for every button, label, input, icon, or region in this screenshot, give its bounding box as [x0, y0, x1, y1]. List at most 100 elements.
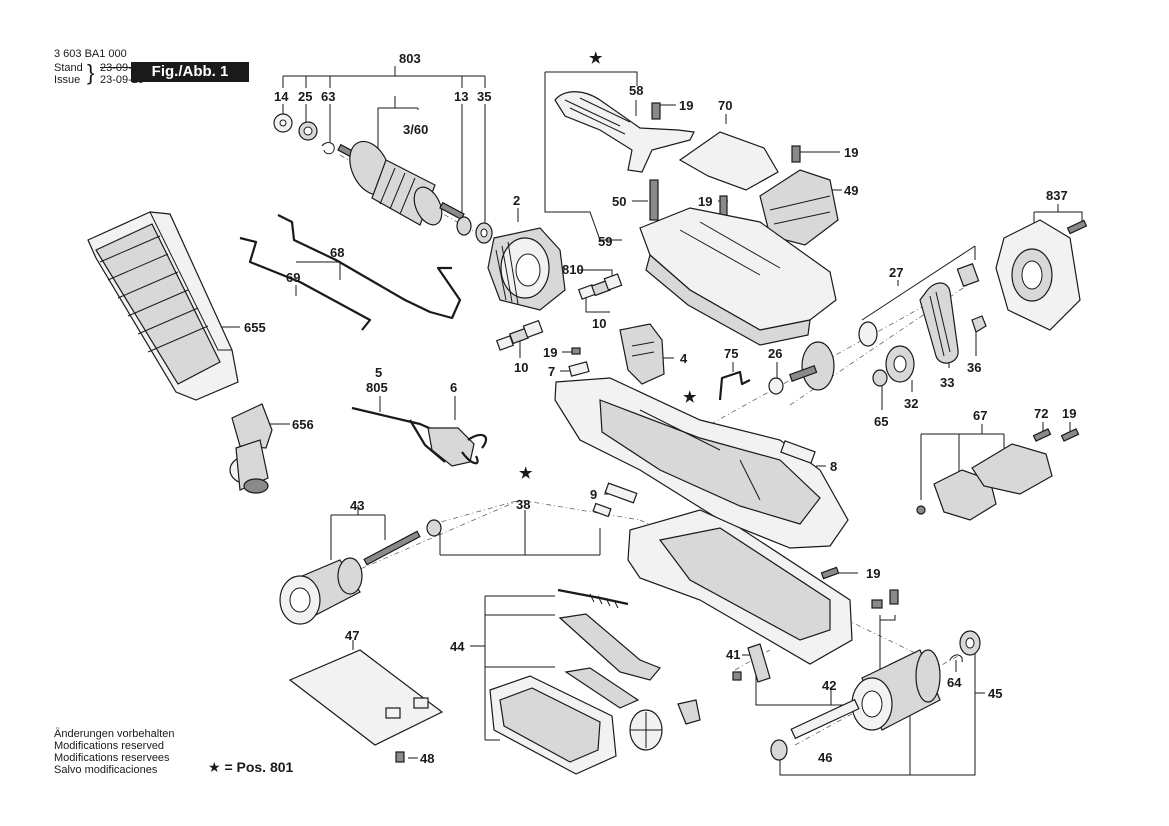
label-14: 14	[274, 89, 289, 104]
label-10a: 10	[592, 316, 606, 331]
label-49: 49	[844, 183, 858, 198]
power-cable	[351, 406, 439, 434]
label-38: 38	[516, 497, 530, 512]
armature	[337, 140, 465, 226]
screw-48	[395, 751, 405, 763]
label-46: 46	[818, 750, 832, 765]
label-803: 803	[399, 51, 421, 66]
screw-19c	[791, 145, 801, 163]
star-markers: ★ ★ ★	[519, 50, 697, 482]
axle-46	[790, 698, 860, 740]
label-27: 27	[889, 265, 903, 280]
note-en: Modifications reserved	[54, 740, 165, 752]
label-5: 5	[375, 365, 382, 380]
label-33: 33	[940, 375, 954, 390]
clamp-7	[568, 361, 590, 377]
bearing-26	[768, 377, 784, 395]
dust-bag-47	[288, 649, 444, 746]
note-de: Änderungen vorbehalten	[54, 728, 175, 740]
screw-72	[1032, 428, 1052, 442]
note-es: Salvo modificaciones	[54, 764, 158, 776]
washer-65	[872, 369, 888, 387]
label-25: 25	[298, 89, 312, 104]
label-36: 36	[967, 360, 981, 375]
label-655: 655	[244, 320, 266, 335]
label-13: 13	[454, 89, 468, 104]
label-41: 41	[726, 647, 740, 662]
label-26: 26	[768, 346, 782, 361]
part-labels: 803 14 25 63 13 35 3/60 2 68 69 810 10 1…	[244, 51, 1076, 766]
base-plate	[627, 509, 853, 665]
label-58: 58	[629, 83, 643, 98]
doc-number: 3 603 BA1 000	[54, 48, 127, 60]
label-19b: 19	[679, 98, 693, 113]
label-67: 67	[973, 408, 987, 423]
label-19f: 19	[866, 566, 880, 581]
spring-69	[239, 236, 372, 331]
parts	[87, 91, 1088, 775]
label-68: 68	[330, 245, 344, 260]
screw-19b	[651, 102, 661, 120]
label-65: 65	[874, 414, 888, 429]
roller-43	[279, 530, 421, 625]
label-32: 32	[904, 396, 918, 411]
dust-adapter	[229, 403, 273, 494]
label-9: 9	[590, 487, 597, 502]
screw-42b	[889, 589, 899, 605]
label-7: 7	[548, 364, 555, 379]
label-63: 63	[321, 89, 335, 104]
clip-75	[718, 370, 751, 401]
dust-box	[87, 211, 239, 401]
label-43: 43	[350, 498, 364, 513]
label-2: 2	[513, 193, 520, 208]
label-47: 47	[345, 628, 359, 643]
label-19c: 19	[844, 145, 858, 160]
plug-6	[427, 427, 475, 467]
label-35: 35	[477, 89, 491, 104]
figure-badge: Fig./Abb. 1	[131, 62, 249, 82]
handle-58	[554, 91, 695, 173]
label-19a: 19	[543, 345, 557, 360]
bearing-13	[456, 216, 472, 236]
label-44: 44	[450, 639, 465, 654]
cable-guard	[409, 419, 446, 463]
label-48: 48	[420, 751, 434, 766]
bevel-gear	[801, 341, 835, 391]
screw-19	[571, 347, 581, 355]
circlip-63	[321, 142, 335, 155]
label-69: 69	[286, 270, 300, 285]
screw-50	[649, 179, 659, 221]
screw-19f	[820, 566, 840, 580]
star-legend: ★ = Pos. 801	[208, 759, 294, 775]
label-42: 42	[822, 678, 836, 693]
circlip-64	[949, 654, 963, 663]
label-3-60: 3/60	[403, 122, 428, 137]
label-70: 70	[718, 98, 732, 113]
brace-icon: }	[87, 60, 95, 85]
nut-67	[916, 505, 926, 515]
cover-70	[678, 131, 779, 191]
lever-67	[933, 469, 997, 521]
label-805: 805	[366, 380, 388, 395]
spring-44	[557, 588, 629, 606]
label-59: 59	[598, 234, 612, 249]
label-75: 75	[724, 346, 738, 361]
note-fr: Modifications reservees	[54, 752, 170, 764]
label-8: 8	[830, 459, 837, 474]
nut-36	[971, 315, 987, 333]
seal-8	[780, 440, 816, 464]
label-50: 50	[612, 194, 626, 209]
screw-19e	[1060, 428, 1080, 442]
end-cap-837	[995, 219, 1088, 331]
screw-42a	[871, 599, 883, 609]
belt-33	[919, 282, 959, 364]
housing-59	[639, 207, 837, 346]
label-19d: 19	[698, 194, 712, 209]
spacer	[858, 321, 878, 347]
roller-45	[851, 649, 941, 731]
label-837: 837	[1046, 188, 1068, 203]
label-4: 4	[680, 351, 688, 366]
label-72: 72	[1034, 406, 1048, 421]
label-6: 6	[450, 380, 457, 395]
